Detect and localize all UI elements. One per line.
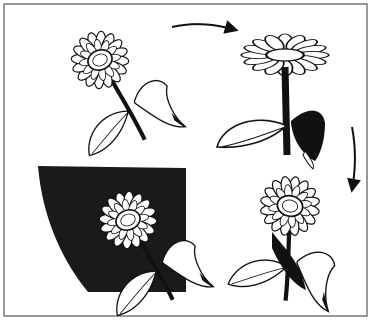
figure-frame (0, 0, 371, 320)
sunflower-transform-diagram (0, 0, 371, 320)
